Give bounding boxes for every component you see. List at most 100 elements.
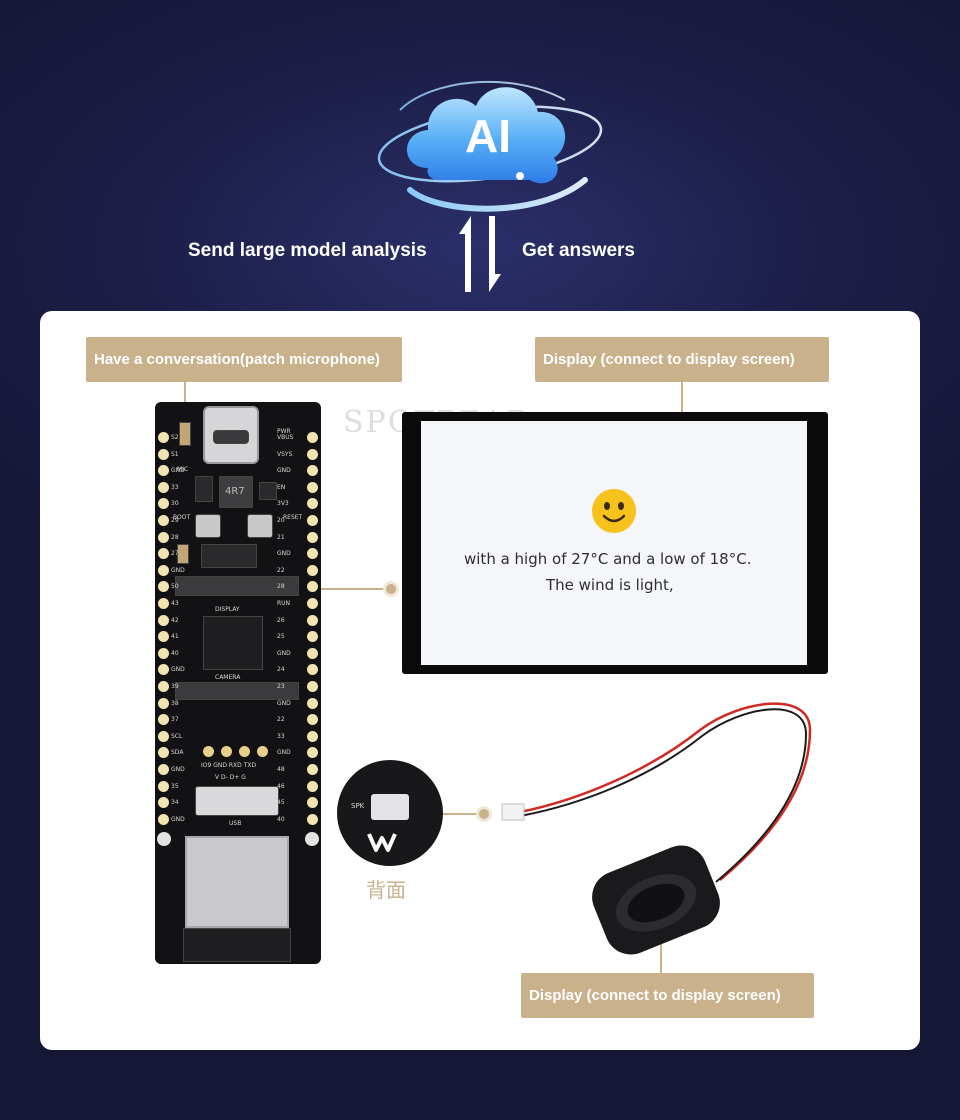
- board-back-zoom: SPK: [337, 760, 443, 866]
- gpio-pin-label: GND: [277, 550, 291, 558]
- gpio-pin: [307, 465, 318, 477]
- gpio-pin-label: GND: [171, 815, 185, 823]
- gpio-pin-label: 3V3: [277, 500, 289, 508]
- gpio-pin-label: 33: [277, 732, 285, 740]
- connector-line-display: [681, 382, 683, 432]
- gpio-pin: [158, 481, 169, 493]
- usb-header: [195, 786, 279, 816]
- camera-fpc-connector: [175, 682, 299, 700]
- gpio-pin: [307, 681, 318, 692]
- audio-ic: [201, 544, 257, 568]
- gpio-pin-label: SDA: [171, 749, 184, 757]
- speaker-cable: [501, 702, 812, 883]
- connector-line-spk: [440, 813, 480, 815]
- gpio-pin-label: 25: [277, 633, 285, 641]
- boot-button[interactable]: [195, 514, 221, 538]
- gpio-pin-label: RUN: [277, 600, 291, 607]
- gpio-pin: [307, 448, 318, 460]
- gpio-pin: [158, 548, 169, 560]
- uart-pad-gnd: [221, 746, 232, 757]
- gpio-pin: [307, 531, 318, 543]
- uart-pad-rxd: [239, 746, 250, 757]
- connector-dot-board-display: [383, 581, 399, 597]
- gpio-pin-label: 26: [277, 616, 285, 624]
- connector-line-board-display: [272, 588, 386, 590]
- gpio-pin-label: 43: [171, 600, 179, 607]
- gpio-pin: [307, 664, 318, 676]
- gpio-pin: [307, 581, 318, 593]
- gpio-pin: [307, 813, 318, 825]
- gpio-pin: [307, 697, 318, 709]
- gpio-pin: [158, 465, 169, 477]
- tag-speaker: Display (connect to display screen): [521, 973, 814, 1018]
- exchange-arrows-icon: [459, 216, 501, 292]
- reset-button[interactable]: [247, 514, 273, 538]
- gpio-pin-label: S2: [171, 434, 179, 441]
- gpio-pin: [158, 697, 169, 709]
- gpio-pin-label: 22: [277, 566, 285, 574]
- gpio-pin-label: 45: [277, 799, 285, 807]
- gpio-pin-label: 29: [171, 517, 179, 524]
- connector-dot-spk: [476, 806, 492, 822]
- regulator: [195, 476, 213, 502]
- gpio-pin-label: 40: [171, 649, 179, 657]
- gpio-pin-label: 33: [171, 483, 179, 491]
- gpio-pin: [158, 664, 169, 676]
- gpio-pin: [307, 797, 318, 809]
- usb-c-connector: [203, 406, 259, 464]
- gpio-pin: [158, 764, 169, 775]
- gpio-pin: [158, 730, 169, 742]
- reset-label: RESET: [283, 514, 303, 521]
- microphone-chip-2: [177, 544, 189, 564]
- gpio-pin: [158, 797, 169, 809]
- gpio-pin-label: EN: [277, 483, 286, 491]
- gpio-pin: [158, 448, 169, 460]
- gpio-pin-label: 35: [171, 782, 179, 790]
- gpio-pin-label: 42: [171, 616, 179, 624]
- gpio-pin-label: 28: [171, 533, 179, 541]
- gpio-pin: [158, 498, 169, 510]
- gpio-pin: [307, 647, 318, 659]
- gpio-pin-label: GND: [277, 467, 291, 475]
- gpio-pin: [307, 548, 318, 560]
- gpio-pin-label: 41: [171, 633, 179, 641]
- gpio-pin: [307, 747, 318, 759]
- gpio-pin: [307, 780, 318, 792]
- waveshare-logo-icon: [367, 833, 397, 852]
- gpio-pin-label: 20: [277, 517, 285, 524]
- ic-small: [259, 482, 277, 500]
- mic-label: MIC: [177, 466, 189, 473]
- esp32-board: MIC PWR 4R7 BOOT RESET DISPLAY CAMERA IO…: [155, 402, 321, 964]
- mount-hole: [157, 832, 171, 846]
- gpio-pin-label: 38: [171, 699, 179, 707]
- gpio-pin-label: VSYS: [277, 450, 293, 458]
- gpio-pin-label: GND: [277, 749, 291, 757]
- gpio-pin-label: GND: [277, 699, 291, 707]
- gpio-pin-label: 48: [277, 766, 285, 773]
- gpio-pin-label: 23: [277, 683, 285, 690]
- usb-label: USB: [229, 820, 242, 827]
- gpio-pin-label: 34: [171, 799, 179, 807]
- gpio-pin-label: VBUS: [277, 434, 294, 441]
- gpio-pin-label: 46: [277, 782, 285, 790]
- gpio-pin: [158, 747, 169, 759]
- gpio-pin-label: GND: [171, 566, 185, 574]
- gpio-pin: [307, 730, 318, 742]
- gpio-pin-label: 50: [171, 583, 179, 591]
- gpio-pin-label: SCL: [171, 732, 183, 740]
- spk-connector: [371, 794, 409, 820]
- gpio-pin-label: GND: [171, 467, 185, 475]
- pwr-label: PWR: [277, 428, 291, 435]
- gpio-pin-label: GND: [171, 766, 185, 773]
- gpio-pin-label: GND: [171, 666, 185, 674]
- gpio-pin: [307, 515, 318, 526]
- gpio-pin-label: 24: [277, 666, 285, 674]
- gpio-pin-label: 37: [171, 716, 179, 724]
- usb-c-port: [213, 430, 249, 444]
- esp32-module: [185, 836, 289, 928]
- inductor: [219, 476, 253, 508]
- gpio-pin: [158, 531, 169, 543]
- smiley-icon: [592, 489, 636, 533]
- gpio-pin-label: 27: [171, 550, 179, 558]
- uart-label: IO9 GND RXD TXD: [201, 762, 257, 769]
